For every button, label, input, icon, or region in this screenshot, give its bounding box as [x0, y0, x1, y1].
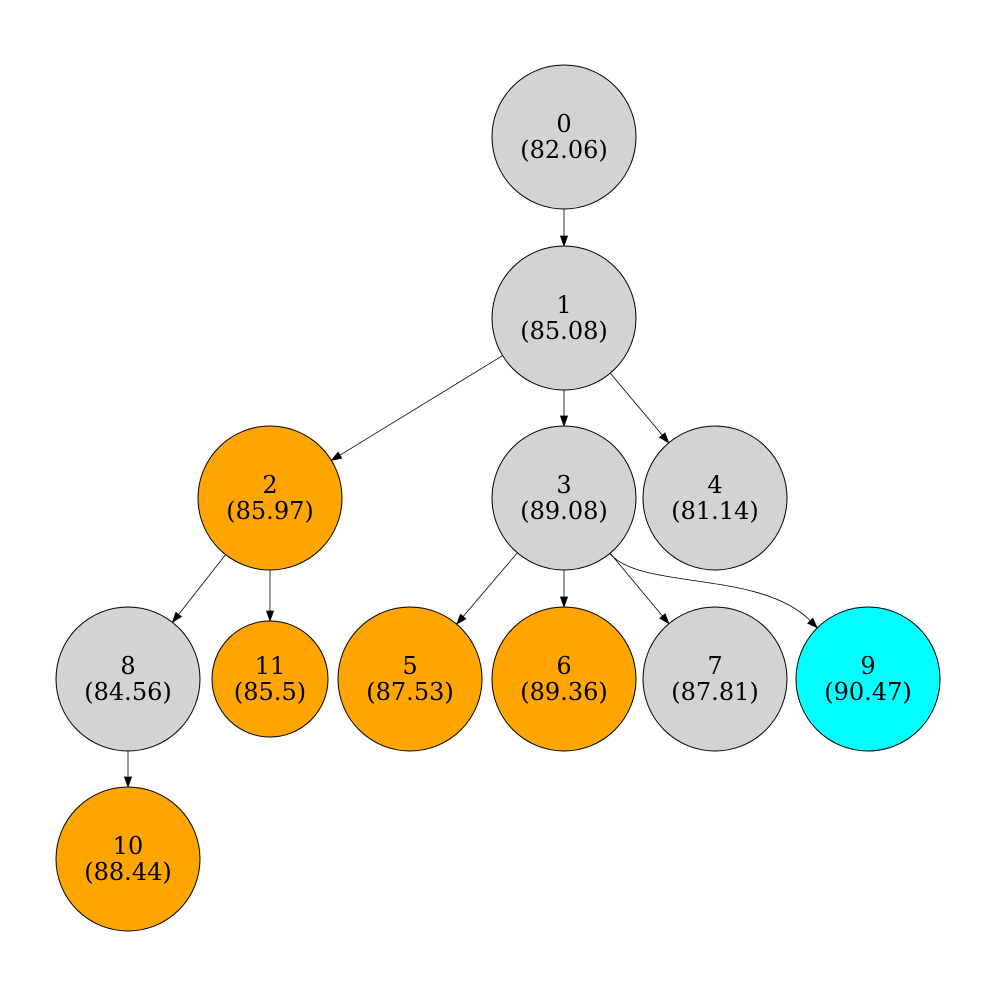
edge-1-to-2-line [339, 355, 503, 456]
node-3-id-label: 3 [556, 471, 571, 499]
edge-3-to-7 [609, 553, 670, 625]
node-7-value-label: (87.81) [671, 678, 758, 706]
node-5-value-label: (87.53) [366, 678, 453, 706]
node-10-circle [55, 786, 201, 932]
node-0-id-label: 0 [556, 110, 571, 138]
node-9-id-label: 9 [860, 652, 875, 680]
edge-3-to-9 [609, 553, 819, 629]
node-1: 1(85.08) [491, 245, 637, 391]
node-3: 3(89.08) [491, 425, 637, 571]
node-11-circle [211, 620, 329, 738]
node-6-value-label: (89.36) [520, 678, 607, 706]
node-8-id-label: 8 [120, 652, 135, 680]
edges-layer [123, 209, 819, 789]
node-7: 7(87.81) [642, 606, 788, 752]
edge-2-to-8-line [178, 554, 226, 615]
node-4-id-label: 4 [707, 471, 722, 499]
edge-2-to-8 [171, 554, 226, 624]
node-7-id-label: 7 [707, 652, 722, 680]
edge-1-to-4-line [609, 372, 663, 436]
node-6: 6(89.36) [491, 606, 637, 752]
edge-3-to-7-line [609, 553, 663, 617]
node-5-circle [337, 606, 483, 752]
edge-1-to-4 [609, 372, 670, 444]
edge-0-to-1 [559, 209, 569, 248]
node-6-circle [491, 606, 637, 752]
node-10-value-label: (88.44) [84, 858, 171, 886]
node-1-circle [491, 245, 637, 391]
edge-3-to-9-line [609, 553, 811, 622]
edge-1-to-3-arrow [559, 415, 569, 428]
node-4-value-label: (81.14) [671, 497, 758, 525]
edge-3-to-6-arrow [559, 596, 569, 609]
edge-3-to-5 [455, 552, 518, 626]
edge-3-to-5-line [462, 552, 518, 617]
edge-2-to-8-arrow [171, 611, 183, 624]
node-2-id-label: 2 [262, 471, 277, 499]
node-2-circle [197, 425, 343, 571]
node-3-value-label: (89.08) [520, 497, 607, 525]
node-1-value-label: (85.08) [520, 317, 607, 345]
node-10: 10(88.44) [55, 786, 201, 932]
node-8: 8(84.56) [55, 606, 201, 752]
edge-8-to-10-arrow [123, 776, 133, 789]
node-9-circle [795, 606, 941, 752]
node-6-id-label: 6 [556, 652, 571, 680]
node-2: 2(85.97) [197, 425, 343, 571]
node-2-value-label: (85.97) [226, 497, 313, 525]
edge-1-to-4-arrow [658, 432, 670, 444]
node-5: 5(87.53) [337, 606, 483, 752]
node-0-circle [491, 64, 637, 210]
edge-3-to-7-arrow [659, 613, 670, 625]
node-4: 4(81.14) [642, 425, 788, 571]
node-7-circle [642, 606, 788, 752]
node-11: 11(85.5) [211, 620, 329, 738]
edge-2-to-11-arrow [265, 610, 275, 623]
edge-2-to-11 [265, 570, 275, 623]
node-8-circle [55, 606, 201, 752]
node-10-id-label: 10 [113, 832, 144, 860]
edge-8-to-10 [123, 751, 133, 789]
nodes-layer: 0(82.06)1(85.08)2(85.97)3(89.08)4(81.14)… [55, 64, 941, 932]
node-9: 9(90.47) [795, 606, 941, 752]
edge-0-to-1-arrow [559, 235, 569, 248]
node-1-id-label: 1 [556, 291, 571, 319]
edge-3-to-9-arrow [807, 617, 819, 629]
node-11-id-label: 11 [255, 652, 286, 680]
node-8-value-label: (84.56) [84, 678, 171, 706]
edge-1-to-3 [559, 390, 569, 428]
node-11-value-label: (85.5) [234, 678, 306, 706]
node-4-circle [642, 425, 788, 571]
edge-3-to-6 [559, 570, 569, 609]
node-9-value-label: (90.47) [824, 678, 911, 706]
node-3-circle [491, 425, 637, 571]
node-5-id-label: 5 [402, 652, 417, 680]
edge-3-to-5-arrow [455, 613, 467, 626]
edge-1-to-2-arrow [330, 451, 343, 462]
edge-1-to-2 [330, 355, 503, 462]
node-0-value-label: (82.06) [520, 136, 607, 164]
node-0: 0(82.06) [491, 64, 637, 210]
